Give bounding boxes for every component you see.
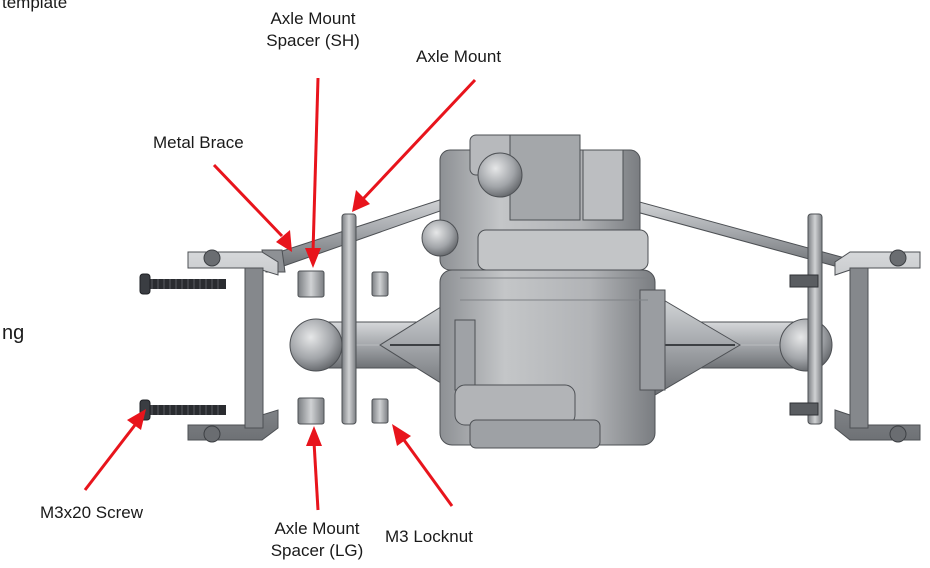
axle-mount-label: Axle Mount <box>416 47 502 66</box>
m3x20-screw-label: M3x20 Screw <box>40 503 143 522</box>
m3-locknut-bottom <box>371 398 389 424</box>
m3-locknut-label: M3 Locknut <box>385 527 473 546</box>
left-knuckle <box>187 249 279 443</box>
m3x20-screw-top <box>139 273 226 295</box>
axle-mount-spacer-lg <box>297 397 325 425</box>
axle-mount-spacer-sh-label: Axle Mount Spacer (SH) <box>248 8 378 52</box>
ng-label: ng <box>2 322 25 344</box>
axle-mount-right <box>807 213 823 425</box>
axle-mount-spacer-lg-line2: Spacer (LG) <box>270 541 364 560</box>
axle-mount-spacer-sh-line2: Spacer (SH) <box>266 31 360 50</box>
axle-mount-spacer-lg-line1: Axle Mount <box>274 519 360 538</box>
axle-mount-spacer-sh-line1: Axle Mount <box>270 9 356 28</box>
arrow-spacer-lg <box>306 426 322 511</box>
right-screws <box>789 274 819 416</box>
axle-mount-left <box>341 213 357 425</box>
arrow-metal-brace <box>212 163 292 252</box>
left-ball-joint <box>289 318 343 372</box>
axle-mount-spacer-sh <box>297 270 325 298</box>
metal-brace-label: Metal Brace <box>153 133 244 152</box>
arrow-axle-mount <box>352 78 477 212</box>
arrow-screw <box>83 409 146 491</box>
right-knuckle <box>834 249 921 443</box>
template-label: template <box>2 0 68 12</box>
m3-locknut-top <box>371 271 389 297</box>
right-cone <box>654 294 741 396</box>
arrow-locknut <box>392 424 454 507</box>
callout-arrows <box>83 77 477 511</box>
axle-mount-spacer-lg-label: Axle Mount Spacer (LG) <box>252 518 382 562</box>
right-ball-joint <box>779 318 833 372</box>
m3x20-screw-bottom <box>139 399 226 421</box>
arrow-spacer-sh <box>305 77 321 268</box>
gear-housing <box>421 134 666 449</box>
